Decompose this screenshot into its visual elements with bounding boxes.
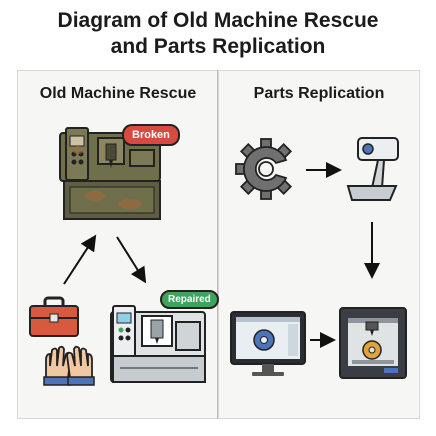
left-panel-title: Old Machine Rescue <box>39 85 197 102</box>
repaired-badge: Repaired <box>160 290 219 309</box>
title-line-1: Diagram of Old Machine Rescue <box>57 9 379 32</box>
broken-badge: Broken <box>122 124 180 146</box>
toolbox-icon <box>29 296 79 337</box>
gear-icon <box>235 138 293 200</box>
right-panel-title: Parts Replication <box>253 85 385 102</box>
diagram-title: Diagram of Old Machine Rescue and Parts … <box>0 8 436 60</box>
panel-divider <box>217 70 218 419</box>
3d-printer-icon <box>339 307 407 379</box>
title-line-2: and Parts Replication <box>110 35 326 58</box>
arrow-to-repaired <box>116 236 147 284</box>
arrow-to-broken <box>63 234 97 285</box>
3d-scanner-icon <box>346 137 399 201</box>
hands-icon <box>43 345 95 386</box>
repaired-machine-icon <box>110 305 206 383</box>
computer-cad-icon <box>230 311 306 376</box>
